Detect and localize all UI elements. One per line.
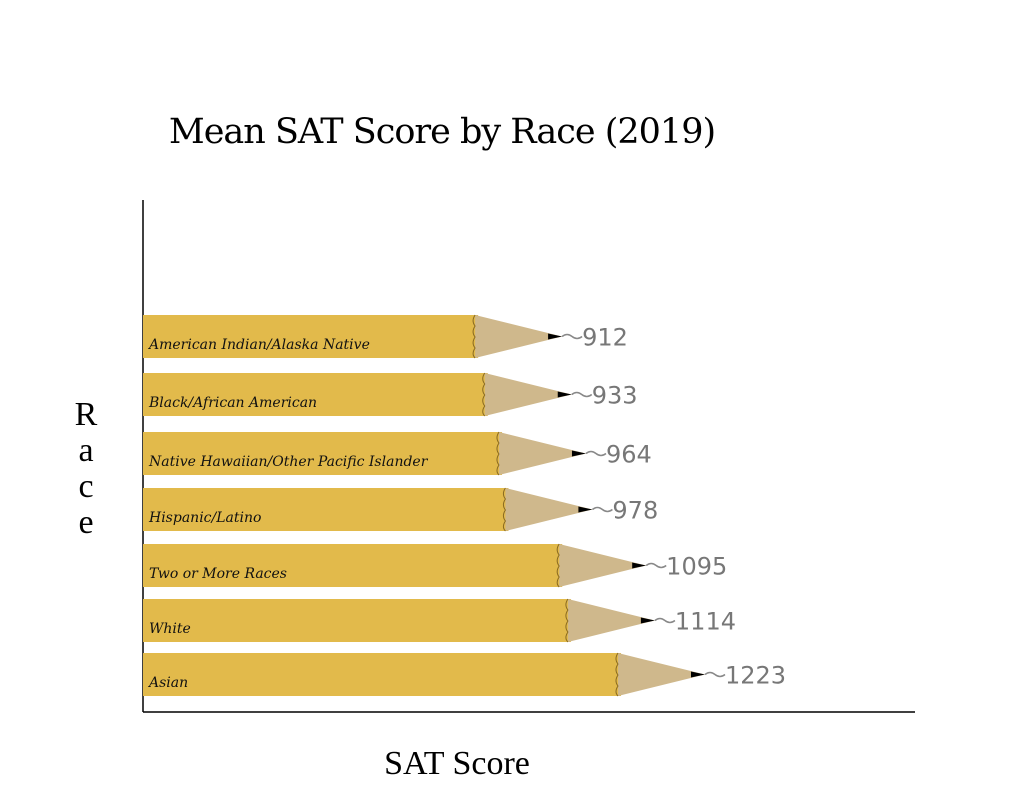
- x-axis-label: SAT Score: [384, 745, 530, 782]
- pencil-body: [143, 488, 509, 531]
- y-axis-label-letter: c: [78, 468, 93, 505]
- data-label: 1223: [725, 662, 786, 690]
- pencil-tip: [505, 488, 593, 531]
- pencil-body: [143, 599, 571, 642]
- value-squiggle: [561, 333, 583, 340]
- pencil-body: [143, 315, 479, 358]
- pencil-tip: [498, 432, 586, 475]
- pencil-lead: [632, 562, 647, 569]
- bar: 978 Hispanic/Latino: [143, 487, 658, 532]
- pencil-tip: [618, 653, 705, 696]
- pencil-tip: [484, 373, 572, 416]
- pencil-lead: [578, 506, 593, 513]
- pencil-edge: [482, 372, 486, 417]
- pencil-body: [143, 373, 488, 416]
- pencil-edge: [556, 543, 560, 588]
- bar: 1223 Asian: [143, 652, 786, 697]
- pencil-body: [143, 432, 502, 475]
- category-label: Two or More Races: [149, 566, 287, 582]
- bar: 912 American Indian/Alaska Native: [143, 314, 628, 359]
- pencil-lead: [548, 333, 563, 340]
- pencil-edge: [615, 652, 619, 697]
- data-label: 978: [612, 497, 658, 525]
- pencil-lead: [571, 450, 586, 457]
- data-label: 964: [606, 441, 652, 469]
- y-axis-label-letter: e: [78, 504, 93, 541]
- value-squiggle: [654, 617, 676, 624]
- value-squiggle: [571, 391, 593, 398]
- value-squiggle: [645, 562, 667, 569]
- pencil-body: [143, 544, 563, 587]
- pencil-tip: [475, 315, 563, 358]
- chart-title: Mean SAT Score by Race (2019): [169, 112, 715, 152]
- category-label: Asian: [147, 675, 188, 691]
- data-label: 1114: [675, 608, 736, 636]
- bar: 1095 Two or More Races: [143, 543, 727, 588]
- pencil-lead: [557, 391, 572, 398]
- pencil-edge: [565, 598, 569, 643]
- pencil-edge: [502, 487, 507, 532]
- pencil-edge: [496, 431, 500, 476]
- category-label: White: [149, 621, 191, 637]
- bar: 933 Black/African American: [143, 372, 638, 417]
- bars: 912 American Indian/Alaska Native 933 Black…: [143, 314, 786, 697]
- pencil-lead: [691, 671, 705, 678]
- bar: 1114 White: [143, 598, 736, 643]
- y-axis-label-letter: a: [78, 432, 93, 469]
- pencil-edge: [472, 314, 476, 359]
- value-squiggle: [704, 671, 726, 678]
- pencil-lead: [640, 617, 655, 624]
- y-axis-label: Race: [75, 396, 98, 541]
- category-label: American Indian/Alaska Native: [147, 337, 370, 353]
- value-squiggle: [591, 506, 613, 513]
- data-label: 933: [592, 382, 638, 410]
- value-squiggle: [585, 450, 607, 457]
- category-label: Hispanic/Latino: [148, 510, 261, 526]
- category-label: Black/African American: [148, 395, 317, 411]
- y-axis-label-letter: R: [75, 396, 98, 433]
- pencil-tip: [559, 544, 647, 587]
- pencil-tip: [567, 599, 655, 642]
- data-label: 912: [582, 324, 628, 352]
- category-label: Native Hawaiian/Other Pacific Islander: [148, 454, 429, 470]
- data-label: 1095: [666, 553, 727, 581]
- bar: 964 Native Hawaiian/Other Pacific Islande…: [143, 431, 652, 476]
- pencil-body: [143, 653, 621, 696]
